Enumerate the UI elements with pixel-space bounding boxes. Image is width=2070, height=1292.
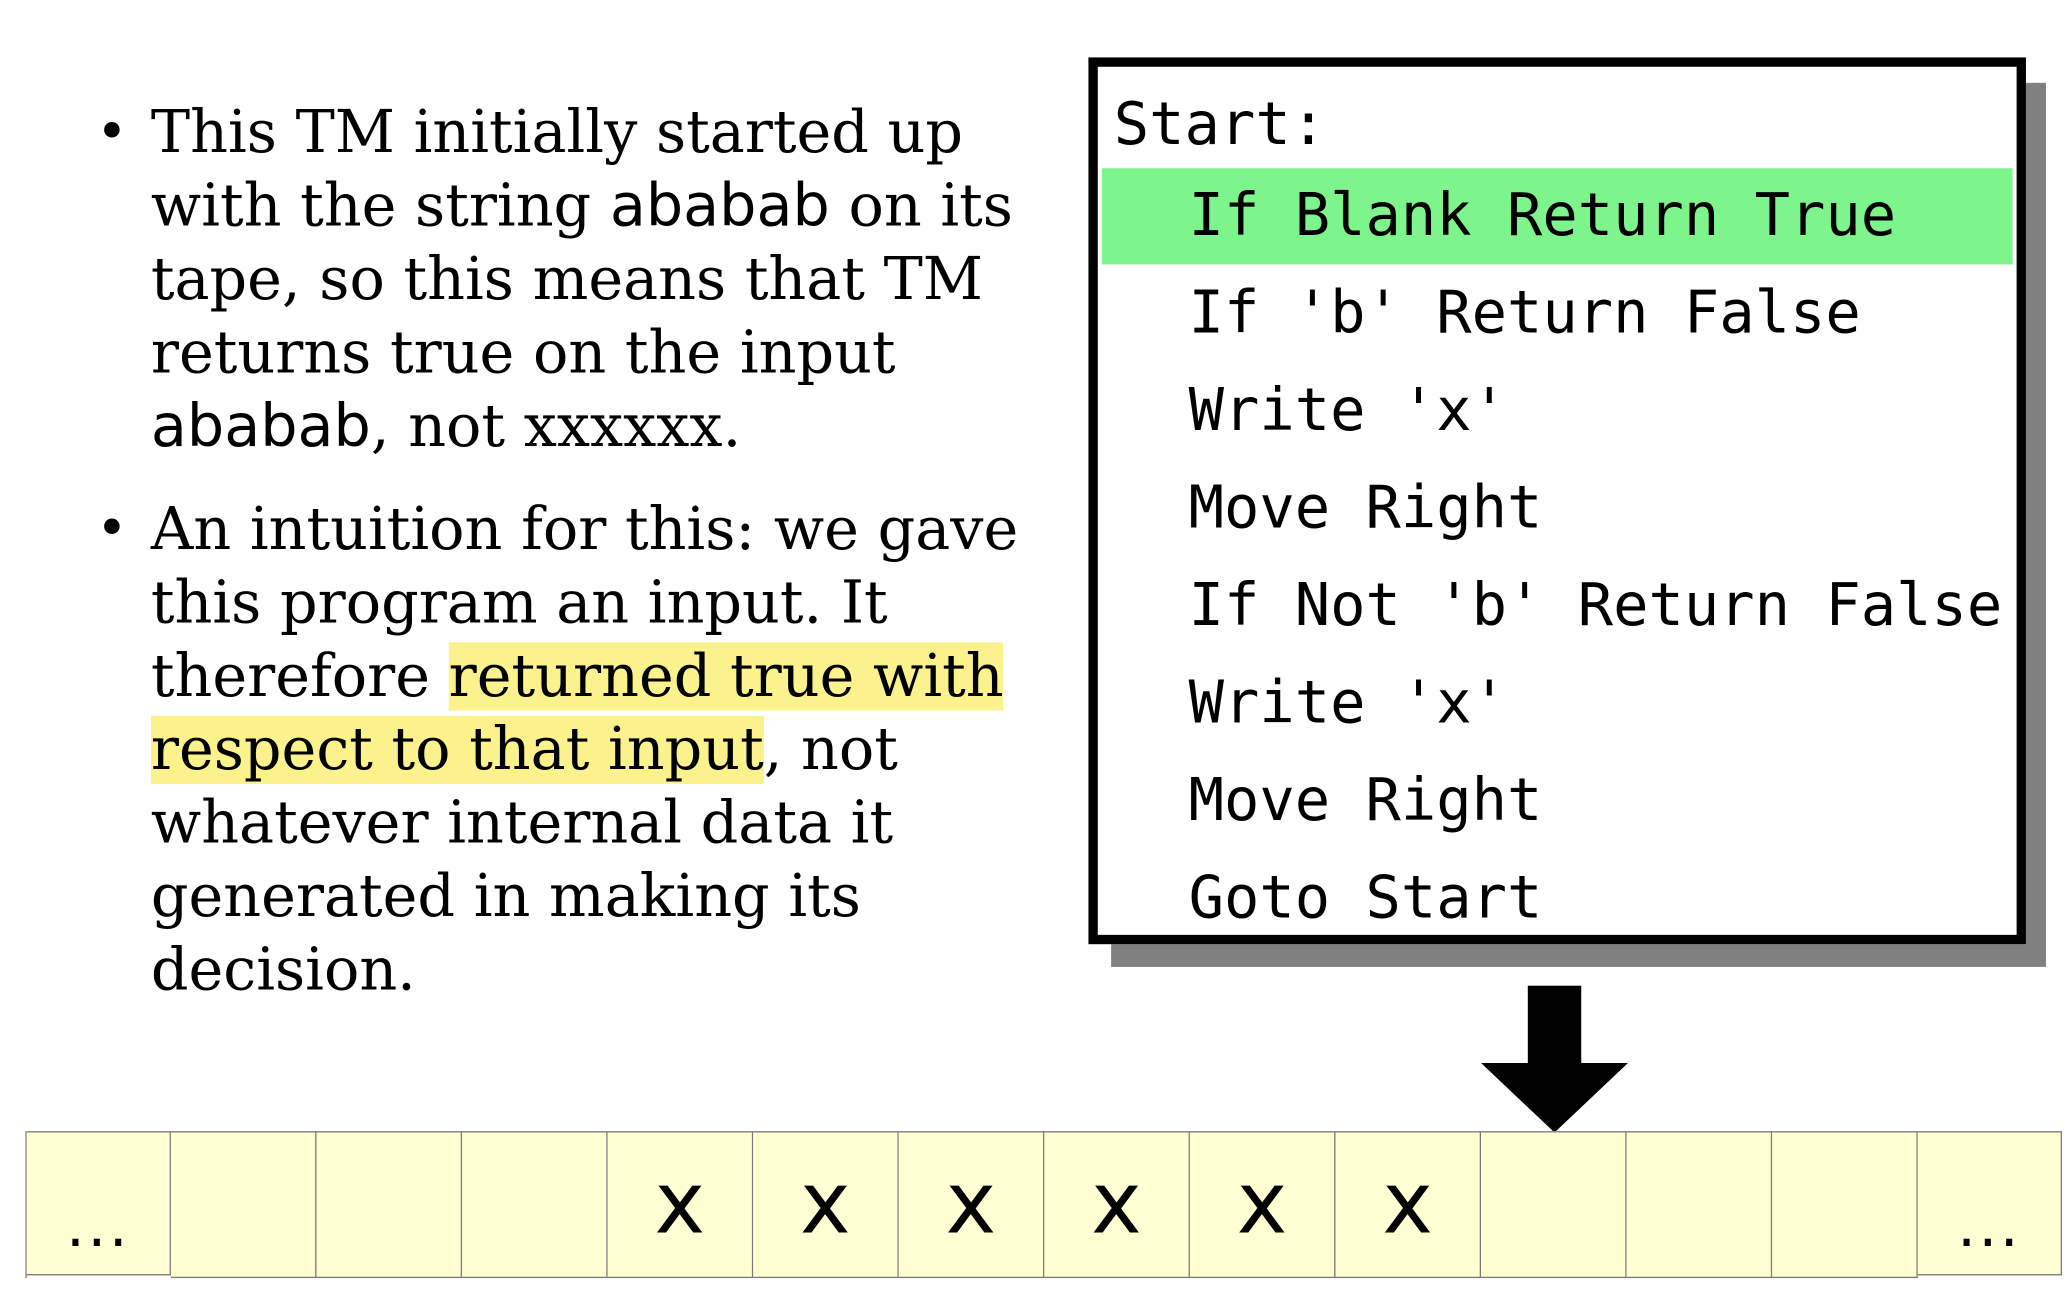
tape-cell: x: [1044, 1131, 1190, 1279]
tape-head-arrow-icon: [1481, 985, 1628, 1133]
program-box: Start: If Blank Return True If 'b' Retur…: [1088, 57, 2026, 945]
text-run: An intuition for this: we gave this prog…: [150, 495, 1019, 711]
tape: ... x x x x x x ...: [25, 1131, 2063, 1279]
bullet-marker: •: [96, 498, 128, 560]
tape-cell: x: [1335, 1131, 1482, 1279]
text-run: This TM initially started up with the st…: [150, 98, 963, 241]
program-line: Write 'x': [1188, 376, 1508, 445]
bullet-text-1: This TM initially started up with the st…: [151, 99, 1013, 461]
tape-cell: [462, 1131, 608, 1279]
bullet-item-1: • This TM initially started up with the …: [96, 96, 1044, 463]
tape-cell: x: [898, 1131, 1045, 1279]
tape-cell: [1772, 1131, 1918, 1279]
tape-cell: [170, 1131, 317, 1279]
program-line: If Not 'b' Return False: [1188, 571, 2003, 640]
tape-cell-head: [1481, 1131, 1627, 1279]
tape-cell: ...: [1917, 1131, 2063, 1276]
tape-cell: x: [1189, 1131, 1336, 1279]
text-run: , not xxxxxx.: [370, 392, 742, 461]
program-line-active: If Blank Return True: [1101, 168, 2013, 265]
bullet-list: • This TM initially started up with the …: [96, 96, 1044, 1036]
program-line: If 'b' Return False: [1188, 279, 1861, 348]
program-line: Goto Start: [1188, 864, 1543, 933]
tape-cell: [316, 1131, 463, 1279]
input-string: ababab: [609, 172, 830, 241]
tape-cell: x: [607, 1131, 754, 1279]
tape-cell: ...: [26, 1131, 171, 1276]
text-run: , not whatever internal data it generate…: [150, 715, 898, 1005]
program-start-label: Start:: [1113, 90, 1327, 159]
bullet-item-2: • An intuition for this: we gave this pr…: [96, 493, 1044, 1007]
input-string: ababab: [150, 392, 371, 461]
program-line: Move Right: [1188, 766, 1543, 835]
tape-cell: x: [753, 1131, 899, 1279]
tape-cell: [1626, 1131, 1773, 1279]
bullet-text-2: An intuition for this: we gave this prog…: [150, 495, 1019, 1005]
bullet-marker: •: [96, 101, 128, 163]
text-run: on its tape, so this means that TM retur…: [150, 172, 1013, 388]
program-line: Write 'x': [1188, 669, 1508, 738]
program-line: Move Right: [1188, 474, 1543, 543]
